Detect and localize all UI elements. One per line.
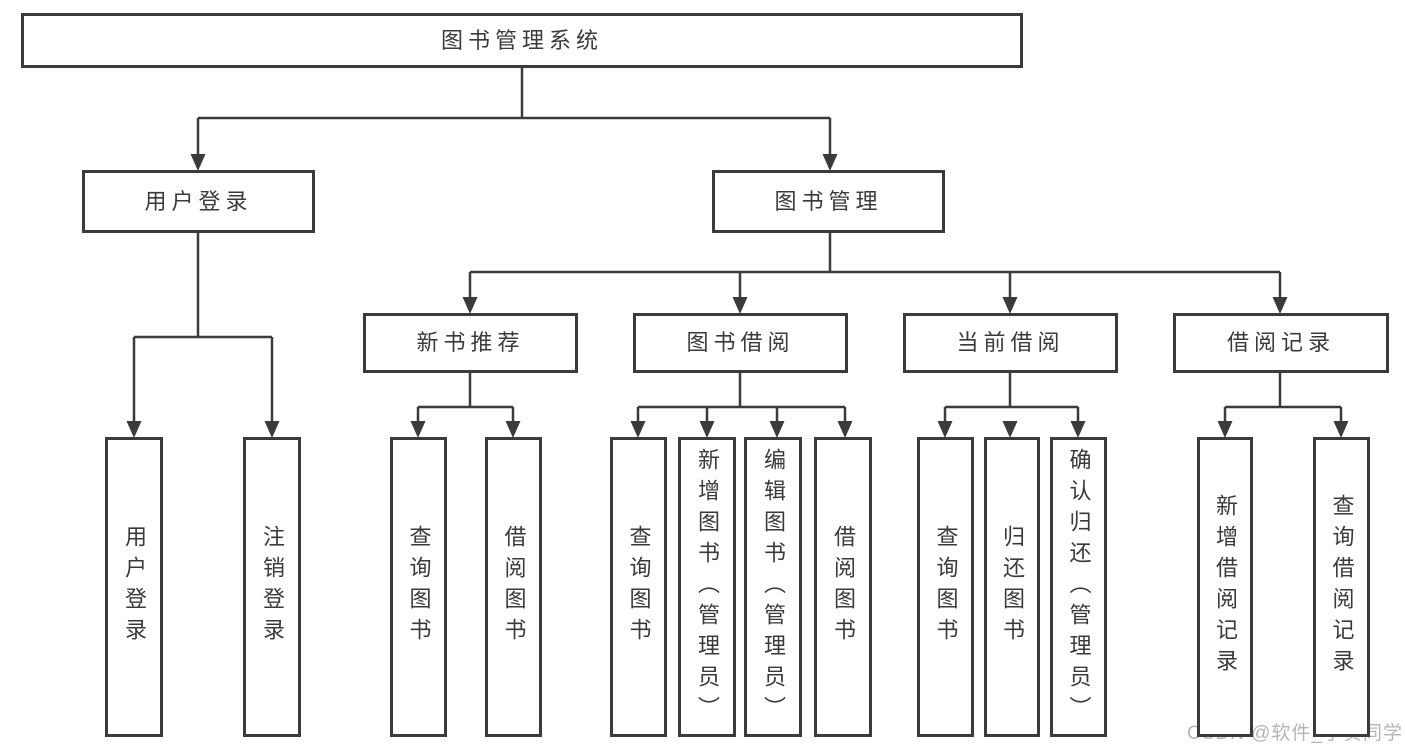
node-leaf-user-login: 用户登录: [105, 437, 163, 737]
arrowhead-icon: [937, 421, 953, 438]
arrowhead-icon: [1002, 297, 1018, 314]
arrowhead-icon: [837, 421, 853, 438]
node-book-borrow: 图书借阅: [633, 313, 848, 373]
arrowhead-icon: [732, 297, 748, 314]
node-borrow-records: 借阅记录: [1173, 313, 1389, 373]
node-leaf-edit-book: 编辑图书（管理员）: [744, 437, 802, 737]
node-leaf-query-book-3: 查询图书: [917, 437, 974, 737]
node-leaf-add-book: 新增图书（管理员）: [678, 437, 736, 737]
arrowhead-icon: [822, 154, 838, 171]
arrowhead-icon: [1070, 421, 1086, 438]
node-leaf-return-book: 归还图书: [984, 437, 1040, 737]
node-leaf-logout: 注销登录: [243, 437, 301, 737]
arrowhead-icon: [126, 421, 142, 438]
node-leaf-add-borrow-record: 新增借阅记录: [1197, 437, 1253, 737]
node-current-borrow: 当前借阅: [903, 313, 1118, 373]
node-leaf-borrow-book-2: 借阅图书: [814, 437, 872, 737]
arrowhead-icon: [769, 421, 785, 438]
node-leaf-confirm-return: 确认归还（管理员）: [1050, 437, 1107, 737]
node-leaf-query-borrow-record: 查询借阅记录: [1313, 437, 1370, 737]
node-root: 图书管理系统: [21, 13, 1023, 68]
node-leaf-borrow-book-1: 借阅图书: [485, 437, 542, 737]
arrowhead-icon: [1217, 421, 1233, 438]
arrowhead-icon: [699, 421, 715, 438]
arrowhead-icon: [462, 297, 478, 314]
arrowhead-icon: [630, 421, 646, 438]
node-book-mgmt: 图书管理: [712, 170, 945, 233]
node-user-login: 用户登录: [82, 170, 315, 233]
arrowhead-icon: [1333, 421, 1349, 438]
node-leaf-query-book-2: 查询图书: [610, 437, 667, 737]
arrowhead-icon: [264, 421, 280, 438]
arrowhead-icon: [410, 421, 426, 438]
arrowhead-icon: [1272, 297, 1288, 314]
arrowhead-icon: [190, 154, 206, 171]
arrowhead-icon: [505, 421, 521, 438]
node-new-book-rec: 新书推荐: [363, 313, 578, 373]
arrowhead-icon: [1002, 421, 1018, 438]
node-leaf-query-book-1: 查询图书: [390, 437, 447, 737]
